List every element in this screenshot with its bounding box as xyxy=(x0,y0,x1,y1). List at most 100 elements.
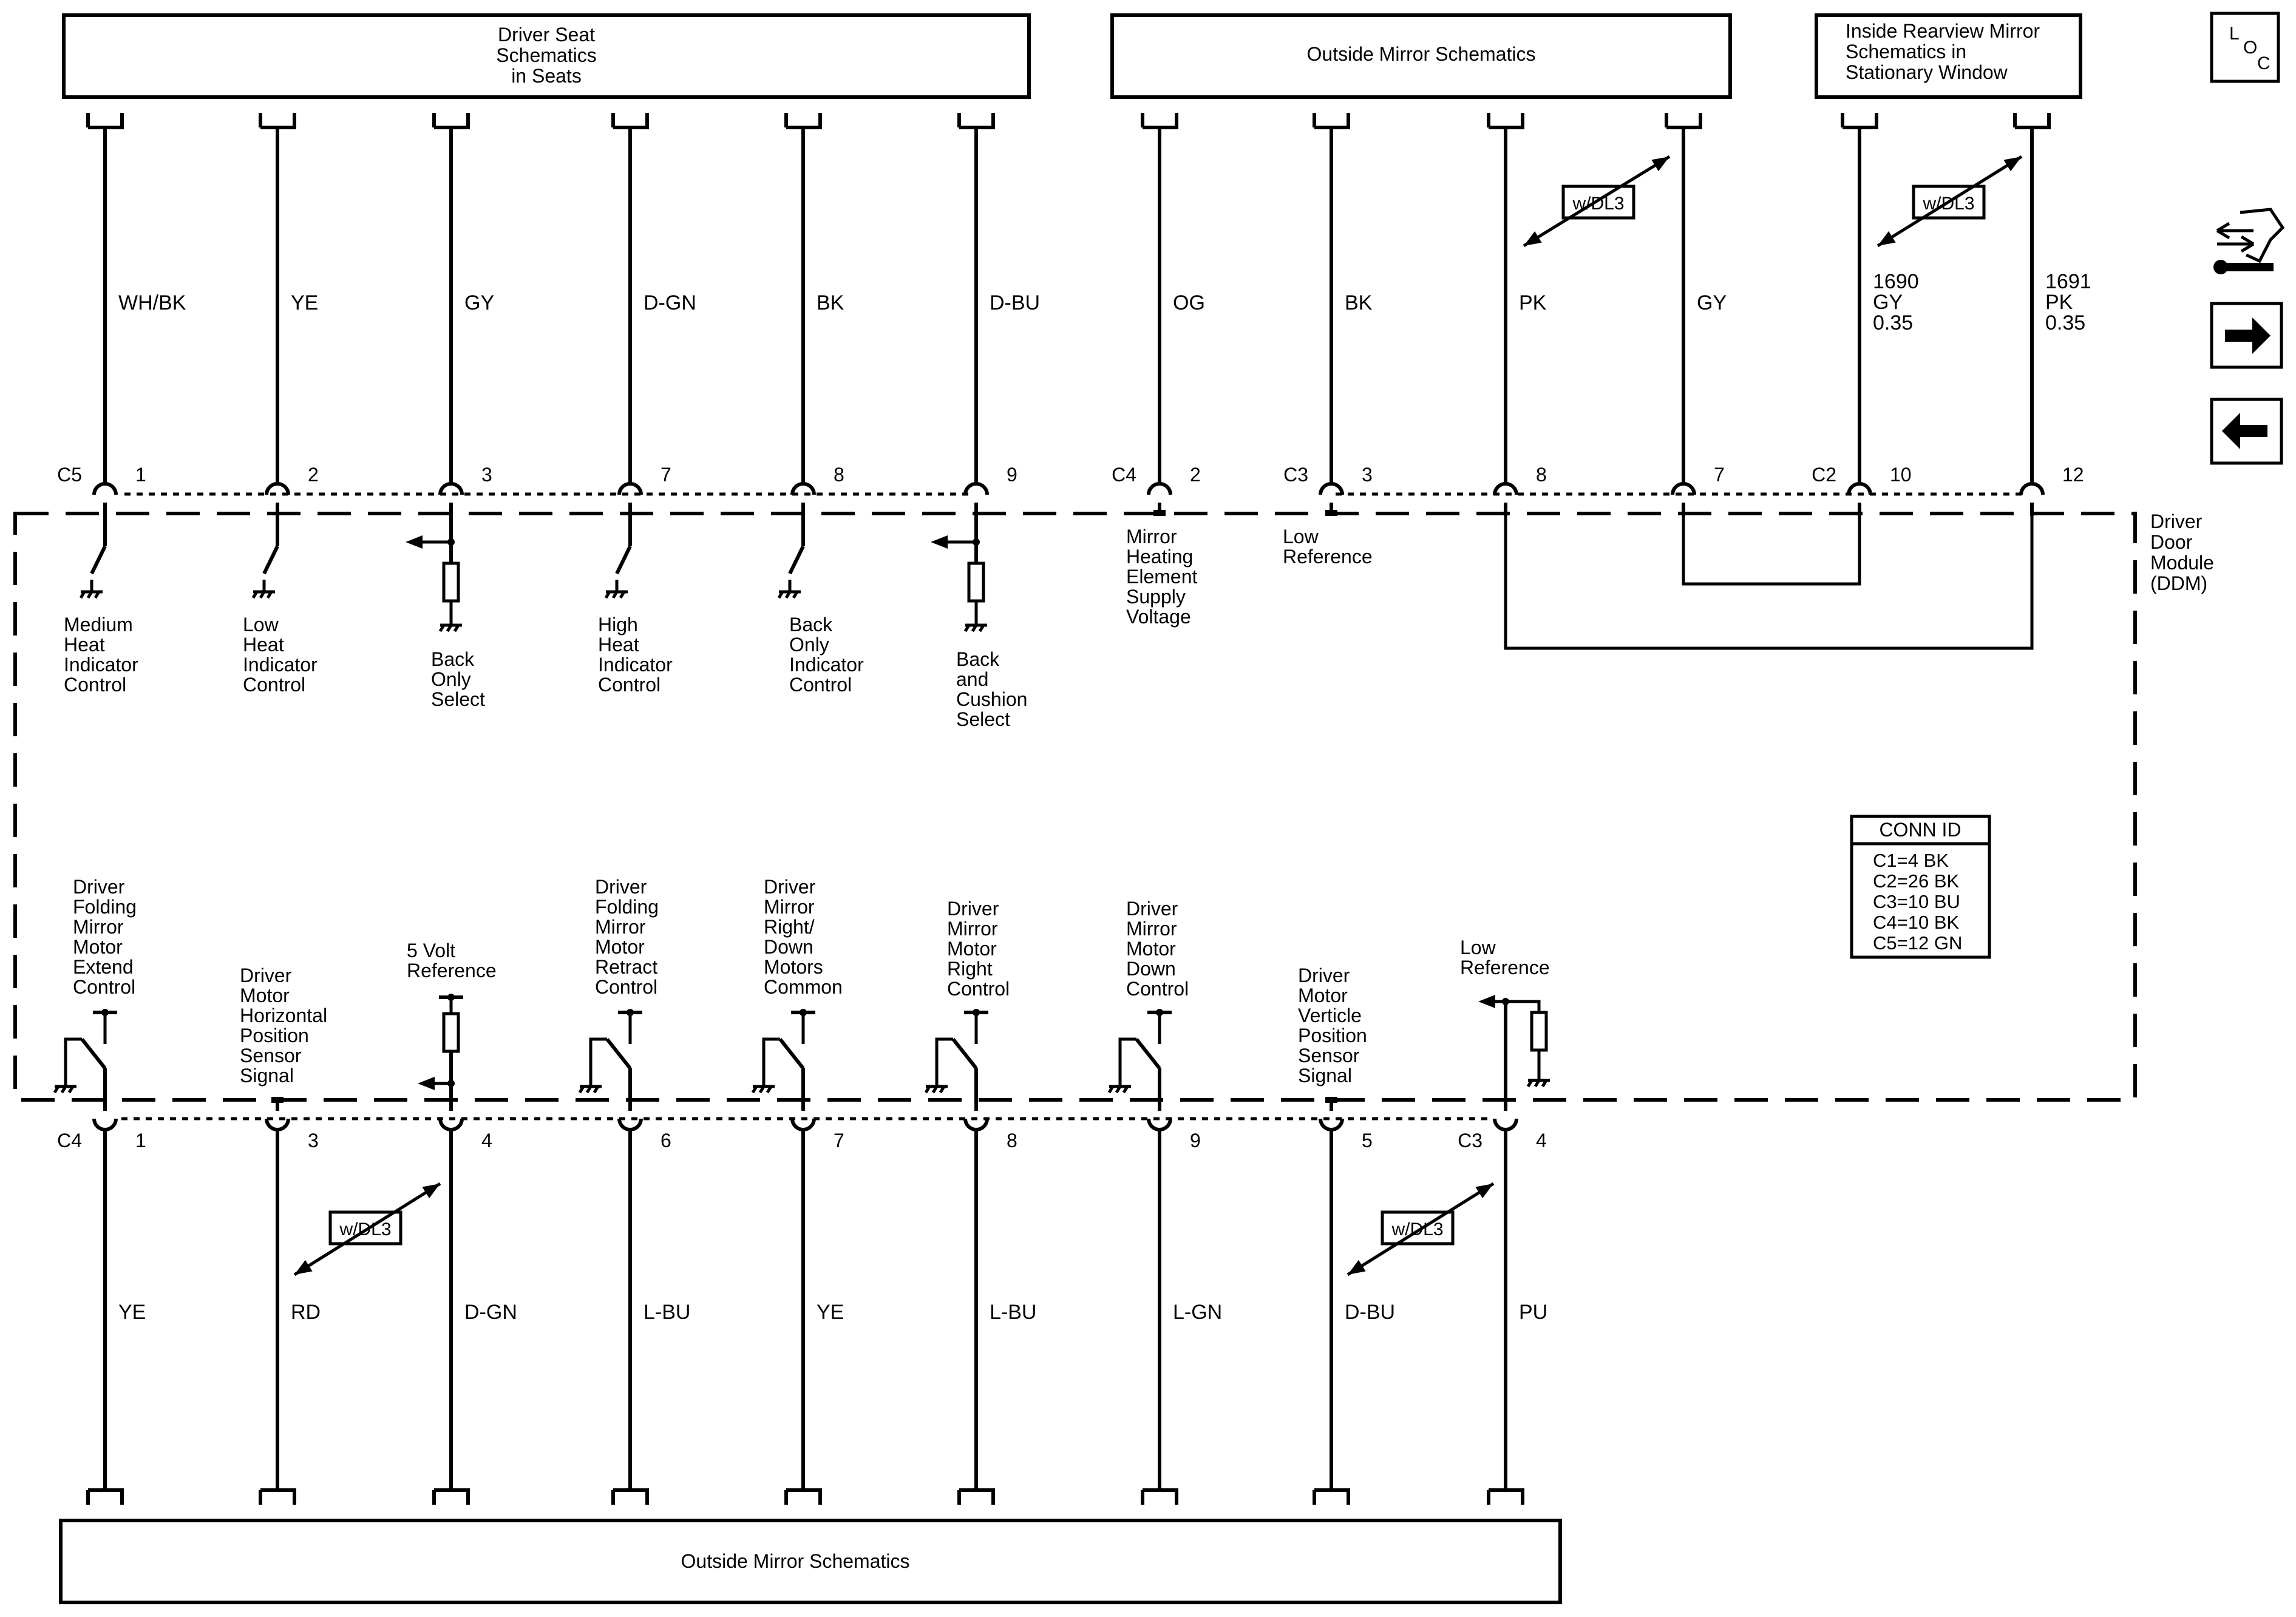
wire-color-label: GY xyxy=(464,291,494,314)
connector-id: C2 xyxy=(1812,464,1836,486)
bottom-wire-circuit[interactable]: L-BU6 xyxy=(611,1097,690,1505)
driver-door-module-boundary xyxy=(13,512,2137,1102)
outside-mirror-schematics-bottom-box[interactable] xyxy=(59,1519,1562,1604)
dl3-option-tag: w/DL3 xyxy=(1381,1210,1455,1246)
connector-id: C4 xyxy=(1112,464,1136,486)
location-view-button[interactable] xyxy=(2210,12,2280,83)
inside-rearview-mirror-schematics-box[interactable] xyxy=(1815,13,2082,99)
top-wire-circuit[interactable]: PK 8 xyxy=(1487,113,1547,516)
conn-id-row: C1=4 BK xyxy=(1873,850,1949,871)
wire-color-label: OG xyxy=(1173,291,1205,314)
outside-mirror-schematics-top-label: Outside Mirror Schematics xyxy=(1307,43,1536,65)
loc-icon-c: C xyxy=(2257,53,2271,73)
pin-number: 6 xyxy=(661,1130,671,1151)
wire-color-label: L-BU xyxy=(990,1301,1036,1324)
svg-text:w/DL3: w/DL3 xyxy=(339,1219,391,1239)
pin-number: 9 xyxy=(1190,1130,1201,1151)
bottom-wire-circuit[interactable]: D-BU5 xyxy=(1313,1097,1395,1505)
pin-number: 8 xyxy=(1536,464,1547,486)
pin-number: 1 xyxy=(135,464,146,486)
bottom-wire-circuit[interactable]: RD3 xyxy=(259,1097,321,1505)
conn-id-row: C5=12 GN xyxy=(1873,932,1962,954)
previous-page-button[interactable] xyxy=(2210,398,2283,465)
top-wire-circuit[interactable]: GY 3 xyxy=(432,113,494,516)
wire-color-label: BK xyxy=(1345,291,1373,314)
arrow-right-icon xyxy=(2225,317,2271,354)
pin-number: 2 xyxy=(1190,464,1201,486)
svg-text:w/DL3: w/DL3 xyxy=(1391,1219,1443,1239)
pin-number: 1 xyxy=(135,1130,146,1151)
wire-color-label: PU xyxy=(1519,1301,1547,1324)
svg-text:w/DL3: w/DL3 xyxy=(1572,194,1624,214)
next-page-button[interactable] xyxy=(2210,302,2283,369)
wire-color-label: GY xyxy=(1697,291,1727,314)
connector-id: C4 xyxy=(57,1130,82,1151)
connector-tool-icon[interactable] xyxy=(2212,197,2285,282)
bottom-wire-circuit[interactable]: L-BU 8 xyxy=(957,1097,1036,1505)
dl3-option-tag: w/DL3 xyxy=(1561,185,1635,220)
connector-id: C3 xyxy=(1283,464,1308,486)
bottom-wire-circuit[interactable]: D-GN 4 xyxy=(432,1097,517,1505)
outside-mirror-schematics-top-box[interactable] xyxy=(1110,13,1732,99)
conn-id-table xyxy=(1850,815,1991,959)
top-wire-circuit[interactable]: YE 2 xyxy=(259,113,319,516)
top-wire-circuit[interactable]: BK 3 C3 xyxy=(1283,113,1373,516)
pin-number: 7 xyxy=(834,1130,844,1151)
pin-number: 7 xyxy=(661,464,671,486)
conn-id-row: C2=26 BK xyxy=(1873,870,1960,892)
wire-color-label: YE xyxy=(291,291,318,314)
wire-color-label: WH/BK xyxy=(118,291,186,314)
pin-number: 3 xyxy=(481,464,492,486)
connector-id: C3 xyxy=(1458,1130,1483,1151)
pin-number: 8 xyxy=(834,464,844,486)
top-wire-circuit[interactable]: GY7 xyxy=(1665,113,1727,516)
top-wire-circuit[interactable]: WH/BK 1 C5 xyxy=(57,113,186,516)
driver-seat-schematics-box[interactable] xyxy=(62,13,1031,99)
connector-id: C5 xyxy=(57,464,82,486)
bottom-wire-circuit[interactable]: L-GN 9 xyxy=(1141,1097,1222,1505)
outside-mirror-schematics-bottom-label: Outside Mirror Schematics xyxy=(681,1550,910,1572)
pin-number: 3 xyxy=(1362,464,1373,486)
wire-color-label: PK xyxy=(1519,291,1547,314)
pin-number: 4 xyxy=(1536,1130,1547,1151)
bottom-wire-circuit[interactable]: PU 4 C3 xyxy=(1458,1097,1547,1505)
wire-color-label: BK xyxy=(817,291,844,314)
dl3-option-tag: w/DL3 xyxy=(1912,185,1986,220)
wire-color-label: YE xyxy=(817,1301,844,1324)
top-wire-circuit[interactable]: BK 8 xyxy=(784,113,844,516)
pin-number: 2 xyxy=(308,464,319,486)
pin-number: 8 xyxy=(1007,1130,1017,1151)
bottom-wire-circuit[interactable]: YE 7 xyxy=(784,1097,844,1505)
pin-number: 4 xyxy=(481,1130,492,1151)
wire-color-label: D-GN xyxy=(464,1301,517,1324)
loc-icon-o: O xyxy=(2243,38,2257,58)
wire-color-label: L-GN xyxy=(1173,1301,1222,1324)
arrow-left-icon xyxy=(2222,413,2267,449)
top-wire-circuit[interactable]: D-GN7 xyxy=(611,113,696,516)
svg-text:w/DL3: w/DL3 xyxy=(1922,194,1974,214)
loc-icon-l: L xyxy=(2229,24,2240,44)
pin-number: 9 xyxy=(1007,464,1017,486)
top-wire-circuit[interactable]: D-BU9 xyxy=(957,113,1040,516)
